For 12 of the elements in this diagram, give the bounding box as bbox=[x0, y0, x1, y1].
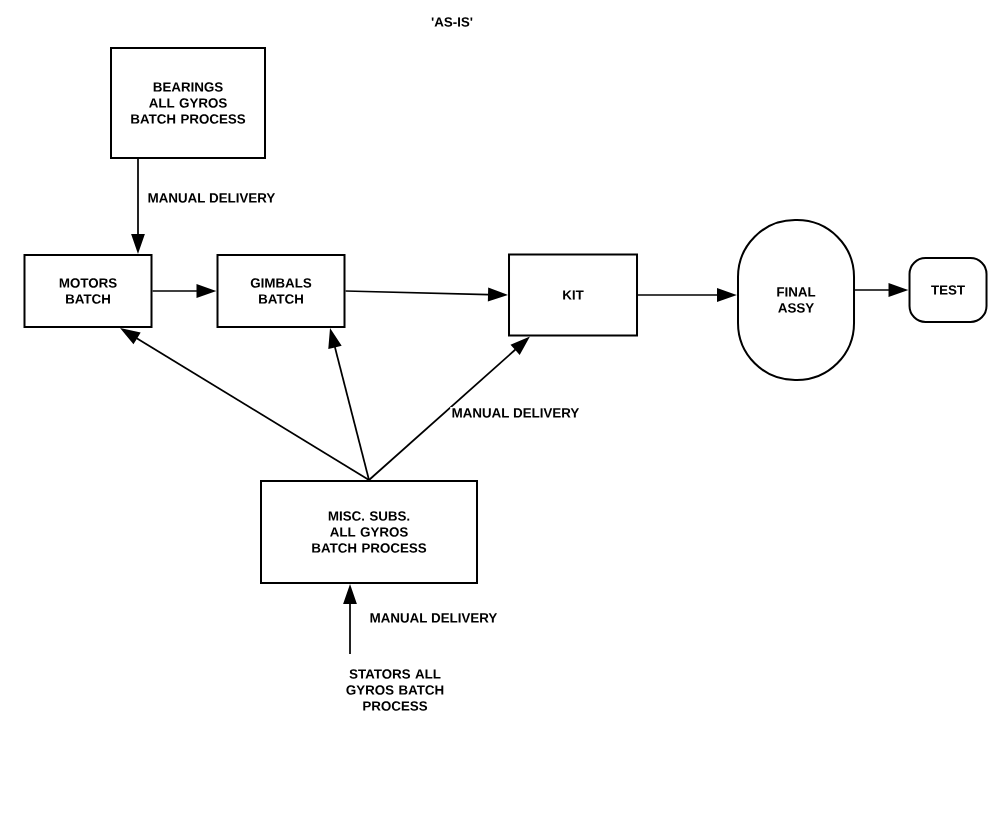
process-box: MOTORS BATCH bbox=[23, 254, 153, 328]
process-box: KIT bbox=[508, 253, 638, 337]
title: 'AS-IS' bbox=[431, 17, 473, 27]
rounded-box: TEST bbox=[908, 257, 988, 323]
edge-label: MANUAL DELIVERY bbox=[368, 612, 499, 624]
rounded-box: FINAL ASSY bbox=[737, 219, 855, 381]
process-box: BEARINGS ALL GYROS BATCH PROCESS bbox=[110, 47, 266, 159]
edge-label: MANUAL DELIVERY bbox=[146, 192, 277, 204]
edge-label: MANUAL DELIVERY bbox=[450, 407, 581, 419]
process-box: MISC. SUBS. ALL GYROS BATCH PROCESS bbox=[260, 480, 478, 584]
process-box: GIMBALS BATCH bbox=[216, 254, 346, 328]
source-text: STATORS ALL GYROS BATCH PROCESS bbox=[346, 669, 444, 711]
